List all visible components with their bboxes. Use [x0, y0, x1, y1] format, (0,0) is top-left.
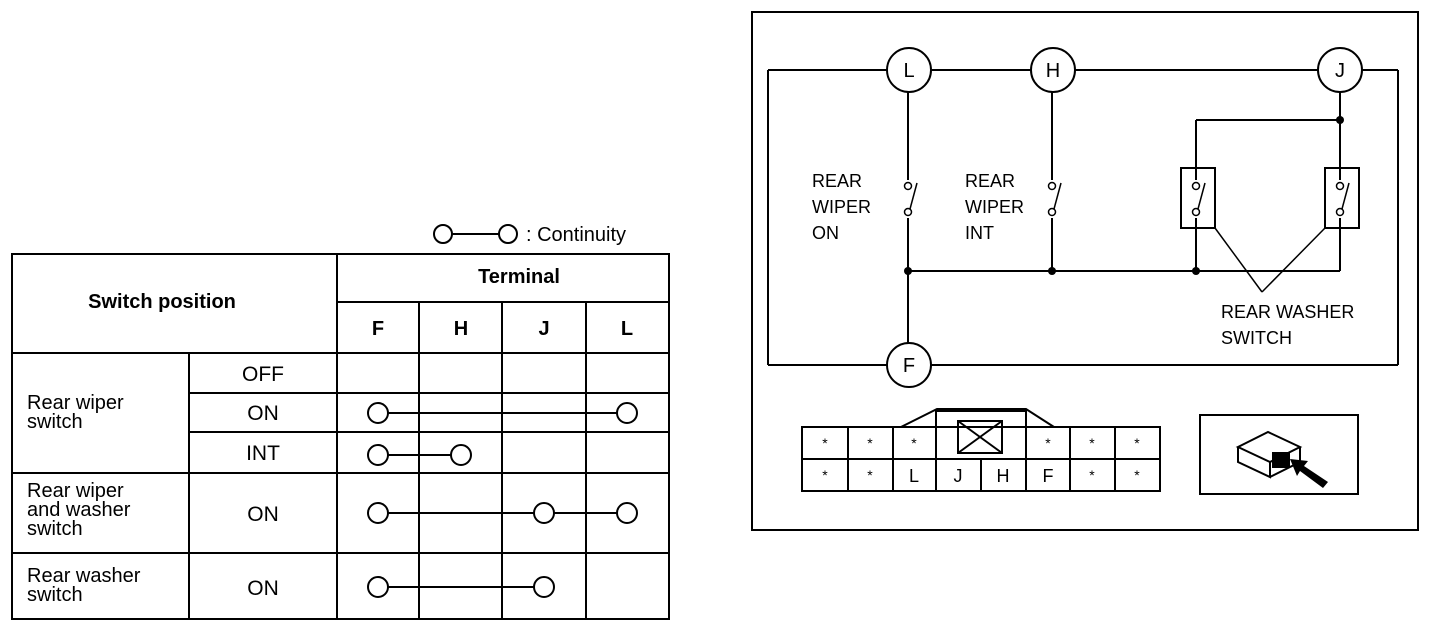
connector-view-icon — [1199, 414, 1359, 495]
terminal-header: Terminal — [478, 266, 560, 288]
terminal-f: F — [886, 342, 932, 388]
continuity-point-j — [533, 502, 555, 524]
pin-bottom-1: * — [822, 467, 828, 483]
terminal-j: J — [1317, 47, 1363, 93]
pin-bottom-2: * — [867, 467, 873, 483]
pin-top-6: * — [1089, 435, 1095, 451]
terminal-h: H — [1030, 47, 1076, 93]
terminal-header-h: H — [454, 318, 468, 340]
pin-top-7: * — [1134, 435, 1140, 451]
pin-bottom-8: * — [1134, 467, 1140, 483]
legend-text: : Continuity — [526, 224, 626, 246]
pin-bottom-l: L — [909, 466, 919, 486]
pin-bottom-7: * — [1089, 467, 1095, 483]
svg-text:H: H — [1046, 60, 1060, 82]
continuity-point-f — [367, 402, 389, 424]
continuity-point-f — [367, 502, 389, 524]
pin-top-3: * — [911, 435, 917, 451]
svg-text:F: F — [903, 355, 915, 377]
pin-top-2: * — [867, 435, 873, 451]
continuity-point-f — [367, 576, 389, 598]
rear-washer-switch-left — [1180, 167, 1216, 229]
rear-washer-switch-right — [1324, 167, 1360, 229]
continuity-point-j — [533, 576, 555, 598]
pin-top-1: * — [822, 435, 828, 451]
continuity-point-h — [450, 444, 472, 466]
continuity-table: Switch position Terminal F H J L Rear wi… — [11, 253, 670, 620]
continuity-point-f — [367, 444, 389, 466]
rear-wiper-int-switch — [1047, 181, 1062, 217]
svg-text:J: J — [1335, 60, 1345, 82]
switch-position-header: Switch position — [88, 291, 236, 313]
continuity-point-l — [616, 502, 638, 524]
connector-face: * * * * * * * * L J H F * * — [801, 408, 1161, 492]
continuity-legend: : Continuity — [433, 224, 626, 246]
position-off: OFF — [242, 363, 284, 386]
rear-wiper-on-switch — [903, 181, 918, 217]
terminal-header-l: L — [621, 318, 633, 340]
pin-top-5: * — [1045, 435, 1051, 451]
position-washer-wiper-on: ON — [247, 503, 279, 526]
continuity-point-l — [616, 402, 638, 424]
continuity-marks — [367, 402, 638, 598]
terminal-header-j: J — [538, 318, 549, 340]
position-washer-on: ON — [247, 577, 279, 600]
svg-text:L: L — [903, 60, 914, 82]
position-on: ON — [247, 402, 279, 425]
pin-bottom-j: J — [954, 466, 963, 486]
pin-bottom-f: F — [1043, 466, 1054, 486]
position-int: INT — [246, 442, 280, 465]
terminal-header-f: F — [372, 318, 384, 340]
pin-bottom-h: H — [997, 466, 1010, 486]
terminal-l: L — [886, 47, 932, 93]
